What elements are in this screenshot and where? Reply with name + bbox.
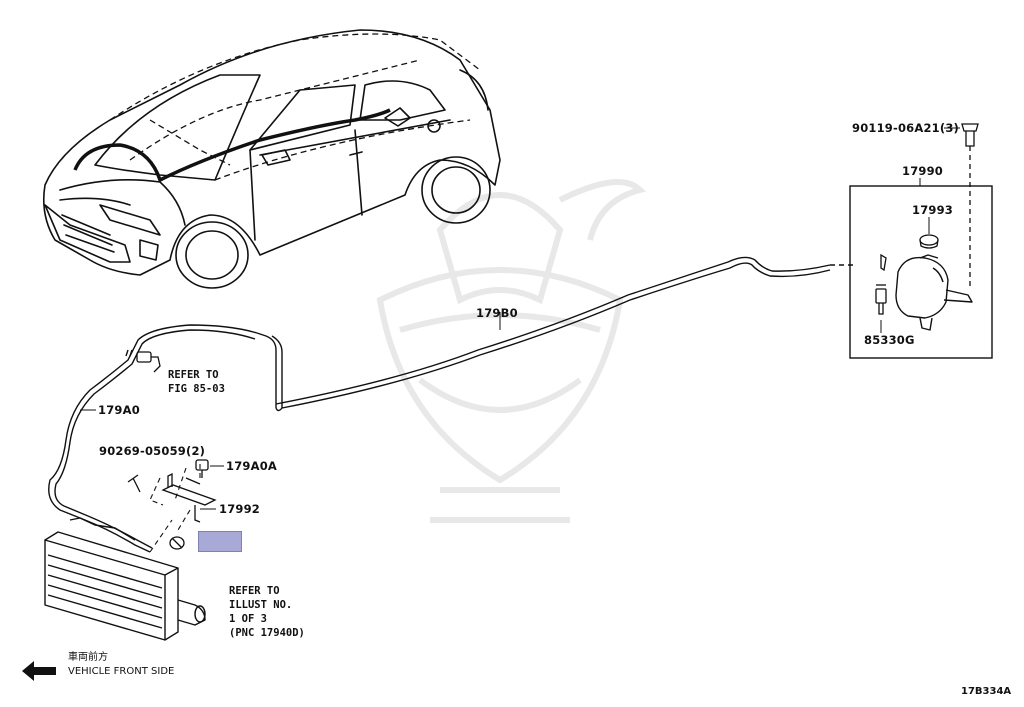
clip-179A0A: [195, 459, 209, 478]
label-17993[interactable]: 17993: [912, 203, 954, 217]
note-refer-illust-line-3: 1 OF 3: [229, 613, 267, 625]
label-90269-05059[interactable]: 90269-05059(2): [99, 444, 206, 458]
note-refer-illust-line-4: (PNC 17940D): [229, 627, 305, 639]
bolt-90269: [127, 474, 141, 493]
clamp-part: [169, 536, 185, 550]
reservoir-tank: [895, 254, 973, 331]
label-17992[interactable]: 17992: [219, 502, 261, 516]
direction-label-japanese: 車両前方: [68, 652, 108, 663]
leader-lines: [80, 127, 960, 510]
note-refer-fig: REFER TO FIG 85-03: [168, 368, 225, 396]
connector-refer-fig: [136, 351, 161, 373]
hose-179B0: [256, 256, 855, 412]
direction-label-english: VEHICLE FRONT SIDE: [68, 666, 175, 677]
label-179B0[interactable]: 179B0: [476, 306, 518, 320]
car-hose-route: [73, 108, 391, 183]
label-179A0A[interactable]: 179A0A: [226, 459, 278, 473]
label-17990[interactable]: 17990: [902, 164, 944, 178]
illustration-code: 17B334A: [961, 686, 1012, 697]
note-refer-fig-line-1: REFER TO: [168, 369, 219, 381]
note-refer-illust-line-1: REFER TO: [229, 585, 280, 597]
reservoir-callout-box: [849, 185, 993, 359]
intercooler: [44, 517, 206, 641]
note-refer-illust: REFER TO ILLUST NO. 1 OF 3 (PNC 17940D): [229, 584, 305, 640]
label-179A0[interactable]: 179A0: [98, 403, 140, 417]
car-hidden-lines: [109, 33, 481, 181]
watermark-emblem: [376, 179, 646, 523]
highlighted-part-marker[interactable]: [198, 531, 242, 552]
note-refer-illust-line-2: ILLUST NO.: [229, 599, 293, 611]
bracket-17992: [161, 472, 217, 523]
hose-179A0: [48, 324, 258, 553]
cap-17993: [919, 234, 939, 249]
vehicle-front-arrow-icon: [22, 661, 56, 681]
bolt-90119: [961, 123, 979, 290]
label-90119-06A21[interactable]: 90119-06A21(3): [852, 121, 960, 135]
leader-dashed: [149, 462, 201, 553]
note-refer-fig-line-2: FIG 85-03: [168, 383, 225, 395]
label-85330G[interactable]: 85330G: [864, 333, 915, 347]
car-illustration: [42, 29, 501, 289]
pump-85330G: [875, 253, 887, 315]
